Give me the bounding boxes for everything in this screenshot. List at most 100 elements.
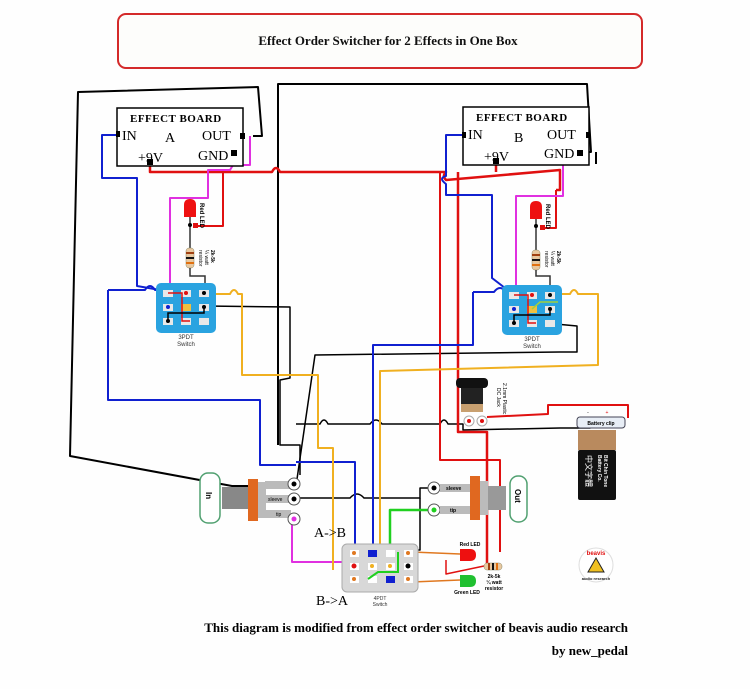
- switch-a-node: [202, 291, 206, 295]
- switch-b-lug: [527, 306, 537, 313]
- board-b-in-pad: [462, 132, 466, 138]
- order-resistor-type: resistor: [485, 586, 503, 592]
- switch-a-node: [202, 305, 206, 309]
- output-jack[interactable]: sleeve tip Out: [427, 475, 528, 523]
- order-green-led-icon: [460, 575, 476, 587]
- board-a-in-pad: [116, 131, 120, 137]
- battery-chinese: 中文字體: [584, 455, 594, 487]
- 4pdt-lug: [368, 550, 377, 557]
- order-resistor-value: 2k-5k: [488, 574, 501, 580]
- board-a-out-label: OUT: [202, 129, 231, 144]
- 4pdt-lug: [386, 576, 395, 583]
- switch-b-label-2: Switch: [523, 344, 541, 350]
- wire-blue-in-jack: [296, 461, 356, 548]
- 4pdt-switch[interactable]: 4PDT Switch: [341, 543, 419, 608]
- board-a-out-pad: [240, 133, 245, 139]
- board-b-out-pad: [586, 132, 590, 138]
- board-b-gnd-label: GND: [544, 147, 574, 162]
- 3pdt-switch-b[interactable]: 3PDT Switch: [502, 285, 562, 350]
- mode-a-to-b-label: A->B: [314, 526, 346, 541]
- led-b-node: [534, 224, 538, 228]
- resistor-a-band-3: [186, 262, 194, 264]
- wire-blue-in-b: [441, 134, 506, 289]
- red-led-a-icon: [184, 199, 196, 217]
- title-box: Effect Order Switcher for 2 Effects in O…: [117, 13, 643, 69]
- dc-jack-lug-2-dot: [480, 419, 484, 423]
- board-a-outline: [116, 107, 244, 167]
- 4pdt-switch-label-1: 4PDT: [374, 596, 387, 602]
- effect-board-b: EFFECT BOARD IN B OUT GND +9V: [462, 106, 590, 166]
- resistor-a-type: resistor: [197, 250, 203, 267]
- dc-jack[interactable]: 2.1mm Plastic DC Jack: [456, 378, 507, 427]
- warning-triangle-icon: [587, 556, 605, 573]
- logo-top-text: beavis: [587, 551, 606, 557]
- switch-b-lug: [545, 320, 555, 327]
- wire-yellow-b: [379, 289, 599, 552]
- wire-red-led-bridge: [445, 560, 485, 575]
- led-a-label: Red LED: [198, 203, 204, 229]
- wire-black-loop-a: [69, 86, 290, 487]
- switch-a-node: [184, 291, 188, 295]
- input-jack[interactable]: In sleeve tip: [199, 472, 301, 526]
- 4pdt-node: [388, 564, 392, 568]
- resistor-b-band-3: [532, 264, 540, 266]
- input-jack-thread: [222, 487, 248, 509]
- input-jack-tip-dot: [291, 516, 297, 522]
- red-led-b-icon: [530, 201, 542, 219]
- wire-magenta-a: [169, 136, 251, 296]
- dc-jack-label-2: DC Jack: [495, 388, 501, 407]
- wire-orange-green-led: [411, 579, 461, 583]
- battery-brand-2: Battery Co.: [596, 455, 602, 482]
- input-jack-washer: [258, 482, 266, 518]
- 4pdt-node: [352, 577, 356, 581]
- logo-bottom-text: audio research: [582, 576, 611, 581]
- switch-b-green-jumper: [531, 301, 558, 310]
- wire-black-sleeve: [300, 487, 435, 499]
- board-b-gnd-pad: [577, 150, 583, 156]
- battery-brand-1: Bit Chin Tone: [602, 455, 608, 487]
- switch-b-node: [548, 307, 552, 311]
- wire-yellow-a: [194, 289, 334, 570]
- output-jack-tip-dot: [431, 507, 437, 513]
- dc-jack-cap: [456, 378, 488, 388]
- switch-b-node: [548, 293, 552, 297]
- switch-a-node: [166, 319, 170, 323]
- title-border: [117, 13, 643, 69]
- effect-board-a: EFFECT BOARD IN A OUT GND +9V: [116, 107, 245, 167]
- output-jack-sleeve-label: sleeve: [446, 486, 462, 492]
- board-a-power-pad: [147, 159, 153, 165]
- order-resistor-band: [496, 563, 498, 570]
- board-b-power-pad: [493, 158, 499, 164]
- switch-b-node: [512, 307, 516, 311]
- board-a-gnd-label: GND: [198, 149, 228, 164]
- wire-black-switch-b: [295, 322, 578, 487]
- battery-plus: +: [606, 410, 609, 416]
- 3pdt-switch-a[interactable]: 3PDT Switch: [156, 283, 216, 348]
- wire-red-led-a: [196, 172, 224, 227]
- 4pdt-lug: [368, 576, 377, 583]
- led-a-pad: [193, 223, 198, 228]
- board-b-outline: [462, 106, 590, 166]
- switch-a-label-2: Switch: [177, 342, 195, 348]
- switch-a-lug: [181, 304, 191, 311]
- switch-a-label-1: 3PDT: [178, 335, 194, 341]
- input-jack-nut: [248, 479, 258, 521]
- input-jack-tip-label: tip: [276, 512, 282, 518]
- beavis-logo: beavis audio research: [578, 547, 614, 583]
- diagram-title: Effect Order Switcher for 2 Effects in O…: [258, 33, 518, 48]
- resistor-b-band-1: [532, 254, 540, 256]
- resistor-b-type: resistor: [543, 251, 549, 268]
- board-a-heading: EFFECT BOARD: [130, 113, 222, 125]
- footer-credit: This diagram is modified from effect ord…: [204, 620, 629, 635]
- dc-jack-lug-1-dot: [467, 419, 471, 423]
- output-jack-tag: [509, 475, 528, 523]
- output-jack-nut: [470, 476, 480, 520]
- order-red-led-icon: [460, 549, 476, 561]
- wire-black-switch-a: [204, 305, 301, 475]
- led-b-label: Red LED: [544, 204, 550, 230]
- battery-minus: -: [587, 410, 589, 416]
- input-jack-sleeve-dot: [291, 496, 297, 502]
- 4pdt-switch-label-2: Switch: [373, 602, 388, 608]
- dc-jack-base: [461, 404, 483, 412]
